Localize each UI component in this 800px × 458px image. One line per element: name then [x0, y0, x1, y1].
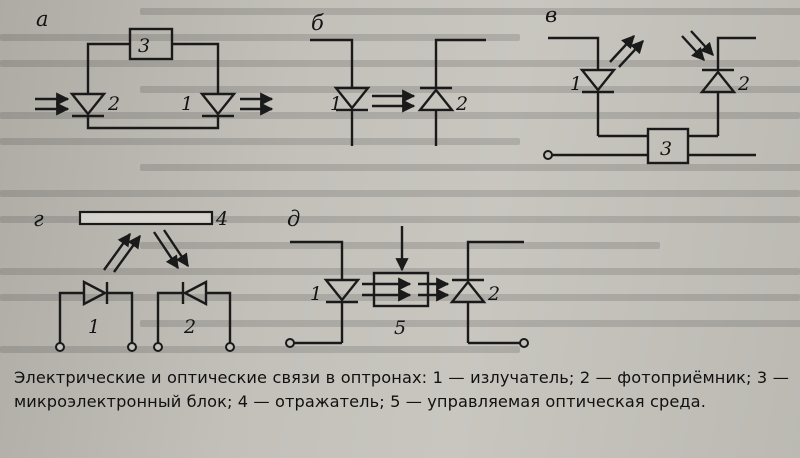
reflected-light-arrow [163, 229, 189, 268]
label-1: 1 [88, 316, 100, 338]
terminal [285, 338, 295, 348]
label-2: 2 [737, 73, 750, 95]
reflected-light-arrow [153, 231, 179, 270]
label-4: 4 [215, 208, 228, 230]
electronic-block-box [646, 127, 690, 165]
label-2: 2 [455, 93, 468, 115]
emitted-light-arrow [609, 35, 635, 63]
terminal [55, 342, 65, 352]
panel-c: в 1 2 3 [543, 3, 756, 165]
label-1: 1 [181, 93, 193, 115]
label-3: 3 [138, 35, 150, 57]
panel-a: а 3 2 1 [35, 7, 274, 130]
terminal [543, 150, 553, 160]
label-2: 2 [107, 93, 120, 115]
emitter-diode [199, 92, 237, 118]
photodetector-diode [417, 86, 455, 112]
panel-e: д 1 2 5 [285, 207, 529, 348]
label-1: 1 [570, 73, 582, 95]
panel-label-a: а [36, 7, 49, 31]
panel-label-d: г [33, 207, 44, 231]
photodetector-diode [449, 278, 487, 304]
photodetector-diode [181, 280, 208, 306]
terminal [225, 342, 235, 352]
electronic-block-box [128, 27, 174, 61]
photodetector-diode [699, 68, 737, 94]
panel-label-e: д [287, 207, 300, 231]
received-light-arrow [681, 35, 705, 61]
terminal [127, 342, 137, 352]
label-3: 3 [660, 138, 672, 160]
photodetector-diode [69, 92, 107, 118]
panel-b: б 1 2 [310, 11, 486, 146]
panel-label-c: в [545, 3, 557, 27]
label-2: 2 [183, 316, 196, 338]
emitted-light-arrow [113, 234, 141, 273]
figure-caption: Электрические и оптические связи в оптро… [14, 368, 789, 411]
emitted-light-arrow [103, 232, 131, 271]
label-5: 5 [394, 317, 406, 339]
emitted-light-arrow [618, 40, 644, 68]
emitter-diode [82, 280, 109, 306]
received-light-arrow [690, 30, 714, 56]
label-2: 2 [487, 283, 500, 305]
panel-label-b: б [311, 11, 324, 35]
terminal [153, 342, 163, 352]
panel-d: г 4 1 [33, 207, 235, 352]
emitter-diode [323, 278, 361, 304]
optical-medium-box [372, 271, 430, 308]
label-1: 1 [330, 93, 342, 115]
emitter-diode [333, 86, 371, 112]
emitter-diode [579, 68, 617, 94]
reflector-plate [78, 210, 214, 226]
terminal [519, 338, 529, 348]
label-1: 1 [310, 283, 322, 305]
